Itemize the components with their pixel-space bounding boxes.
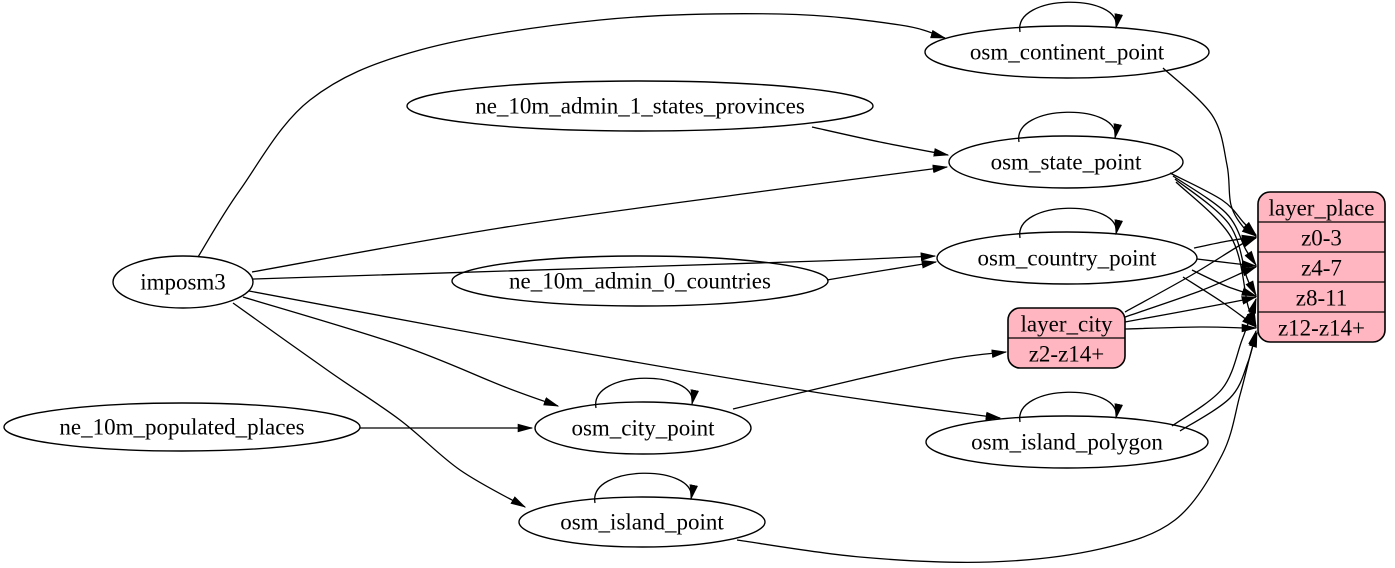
node-label-osm_state_point: osm_state_point — [991, 150, 1142, 175]
edge-osm_continent_point-to-layer_place:z0-3 — [1162, 67, 1258, 237]
node-label-osm_island_polygon: osm_island_polygon — [971, 430, 1163, 455]
edge-imposm3-to-osm_state_point — [251, 164, 949, 273]
node-label-osm_city_point: osm_city_point — [571, 416, 715, 441]
edge-osm_state_point-to-layer_place:z0-3 — [1169, 172, 1257, 236]
record-title-layer_city: layer_city — [1021, 312, 1113, 337]
node-osm_island_point: osm_island_point — [518, 496, 766, 548]
self-loop-osm_city_point — [595, 377, 699, 409]
record-row-layer_city-z2-z14+: z2-z14+ — [1029, 342, 1105, 367]
node-ellipse-imposm3 — [112, 255, 254, 309]
node-ne_10m_admin_0_countries: ne_10m_admin_0_countries — [451, 255, 829, 307]
node-label-imposm3: imposm3 — [140, 270, 226, 295]
node-ellipse-osm_city_point — [534, 401, 752, 455]
self-loop-osm_state_point — [1018, 111, 1122, 143]
record-row-layer_place-z8-11: z8-11 — [1296, 286, 1348, 311]
node-label-osm_country_point: osm_country_point — [978, 246, 1157, 271]
record-layer_place: layer_place z0-3 z4-7 z8-11 z12-z14+ — [1257, 191, 1386, 343]
edge-imposm3-to-osm_city_point — [242, 296, 560, 407]
node-label-ne_10m_admin_0_countries: ne_10m_admin_0_countries — [509, 269, 771, 294]
edge-imposm3-to-osm_continent_point — [197, 13, 947, 258]
node-imposm3: imposm3 — [112, 255, 254, 309]
record-row-layer_place-z4-7: z4-7 — [1301, 256, 1342, 281]
edge-osm_island_polygon-to-layer_place:z8-11 — [1171, 297, 1257, 427]
edge-layer_city-to-layer_place:z0-3 — [1124, 237, 1258, 313]
edge-layer_city-to-layer_place:z4-7 — [1124, 266, 1258, 318]
edge-osm_country_point-to-layer_place:z8-11 — [1191, 269, 1258, 297]
edge-imposm3-to-osm_island_polygon — [248, 290, 1002, 421]
edge-osm_island_polygon-to-layer_place:z12-z14+ — [1179, 329, 1257, 432]
record-layer_city: layer_city z2-z14+ — [1007, 307, 1126, 369]
self-loop-osm_island_point — [594, 472, 698, 504]
node-osm_country_point: osm_country_point — [936, 231, 1198, 285]
edge-osm_city_point-to-layer_city:z2-z14+ — [732, 349, 1008, 410]
node-ellipse-osm_island_point — [518, 496, 766, 548]
node-label-osm_island_point: osm_island_point — [560, 510, 724, 535]
self-loop-osm_country_point — [1019, 207, 1123, 239]
node-ne_10m_admin_1_states_provinces: ne_10m_admin_1_states_provinces — [406, 80, 874, 132]
self-loop-osm_island_polygon — [1019, 391, 1123, 423]
node-label-osm_continent_point: osm_continent_point — [970, 40, 1165, 65]
node-ellipse-osm_country_point — [936, 231, 1198, 285]
edge-ne_10m_admin_0_countries-to-osm_country_point — [826, 260, 938, 281]
node-osm_island_polygon: osm_island_polygon — [925, 415, 1209, 469]
edge-osm_country_point-to-layer_place:z0-3 — [1193, 234, 1258, 249]
edge-osm_state_point-to-layer_place:z4-7 — [1172, 175, 1257, 267]
edge-osm_country_point-to-layer_place:z12-z14+ — [1182, 276, 1258, 328]
node-osm_state_point: osm_state_point — [948, 135, 1184, 189]
record-row-layer_place-z12-z14+: z12-z14+ — [1278, 316, 1365, 341]
edge-osm_island_point-to-layer_place:z12-z14+ — [736, 331, 1258, 563]
node-ellipse-ne_10m_populated_places — [3, 402, 361, 452]
node-ellipse-osm_island_polygon — [925, 415, 1209, 469]
node-label-ne_10m_populated_places: ne_10m_populated_places — [59, 415, 304, 440]
edge-osm_country_point-to-layer_place:z4-7 — [1196, 258, 1258, 269]
node-ellipse-ne_10m_admin_1_states_provinces — [406, 80, 874, 132]
node-ellipse-osm_state_point — [948, 135, 1184, 189]
edge-layer_city-to-layer_place:z8-11 — [1124, 296, 1258, 323]
node-ellipse-osm_continent_point — [924, 25, 1210, 79]
node-ne_10m_populated_places: ne_10m_populated_places — [3, 402, 361, 452]
edge-imposm3-to-osm_island_point — [232, 302, 527, 508]
record-title-layer_place: layer_place — [1269, 196, 1375, 221]
record-box-layer_place — [1257, 191, 1386, 343]
node-osm_continent_point: osm_continent_point — [924, 25, 1210, 79]
node-ellipse-ne_10m_admin_0_countries — [451, 255, 829, 307]
edge-ne_10m_admin_1_states_provinces-to-osm_state_point — [811, 126, 950, 157]
node-label-ne_10m_admin_1_states_provinces: ne_10m_admin_1_states_provinces — [475, 94, 805, 119]
node-osm_city_point: osm_city_point — [534, 401, 752, 455]
edge-imposm3-to-osm_country_point — [252, 252, 937, 280]
self-loop-osm_continent_point — [1019, 1, 1123, 33]
edge-layer_city-to-layer_place:z12-z14+ — [1124, 323, 1258, 333]
record-row-layer_place-z0-3: z0-3 — [1301, 226, 1342, 251]
